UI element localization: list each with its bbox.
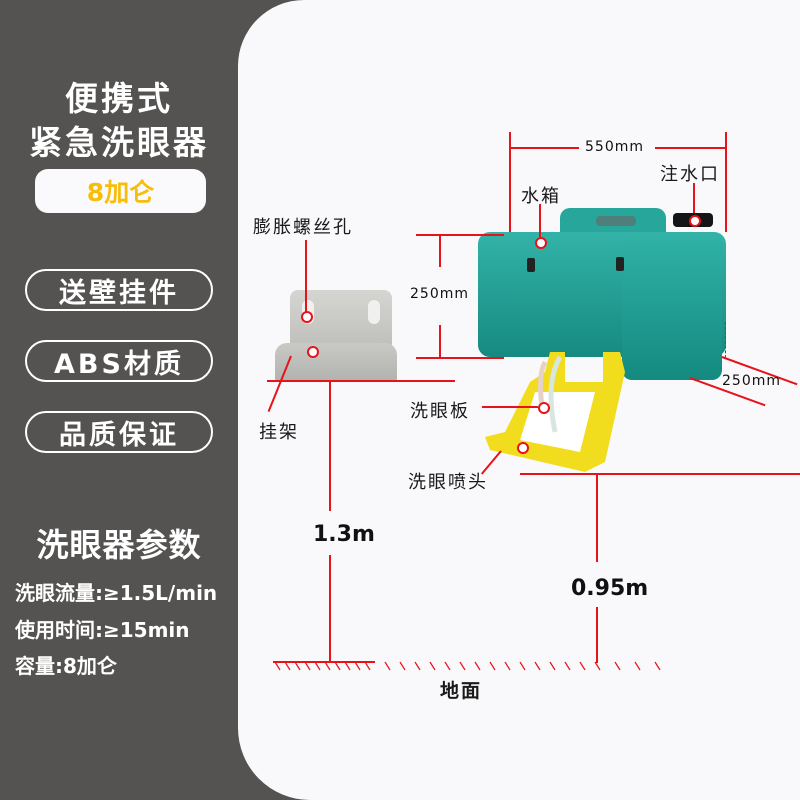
sidebar: 便携式 紧急洗眼器 8加仑 送壁挂件 ABS材质 品质保证 洗眼器参数 洗眼流量…: [0, 0, 238, 800]
latch: [527, 258, 535, 272]
dim-bracket-height: 1.3m: [313, 522, 375, 547]
tank-right-section: [622, 240, 722, 380]
marker-dot: [538, 402, 550, 414]
nozzle-baseline: [520, 473, 800, 475]
label-hanger: 挂架: [259, 422, 299, 443]
dimension-line: [725, 132, 727, 232]
ground-line: [273, 661, 375, 663]
dimension-line: [439, 234, 441, 267]
wall-bracket-hook: [275, 343, 397, 381]
param-capacity: 容量:8加仑: [15, 654, 117, 678]
dimension-line: [329, 381, 331, 511]
dimension-line: [596, 607, 598, 663]
dimension-line: [596, 474, 598, 562]
dimension-line: [655, 147, 727, 149]
feature-badge-wall-mount: 送壁挂件: [25, 269, 213, 311]
eyewash-plate-image: [485, 352, 625, 472]
label-eyewash-nozzle: 洗眼喷头: [408, 472, 488, 493]
label-fill-port: 注水口: [660, 164, 720, 185]
ground-hatch: [274, 661, 661, 671]
leader-line: [693, 183, 695, 213]
param-duration: 使用时间:≥15min: [15, 618, 190, 642]
label-ground: 地面: [440, 680, 483, 702]
feature-badge-abs-material: ABS材质: [25, 340, 213, 382]
dimension-line: [509, 147, 579, 149]
diagram-panel: [238, 0, 800, 800]
param-flow-rate: 洗眼流量:≥1.5L/min: [15, 581, 218, 605]
leader-line: [482, 406, 538, 408]
marker-dot: [517, 442, 529, 454]
label-expansion-screw-hole: 膨胀螺丝孔: [253, 217, 353, 238]
dim-depth: 250mm: [722, 373, 781, 389]
dim-height: 250mm: [410, 286, 469, 302]
dimension-line: [416, 357, 504, 359]
tank-handle: [596, 216, 636, 226]
params-title: 洗眼器参数: [36, 526, 202, 564]
product-title-line1: 便携式: [65, 79, 173, 118]
label-eyewash-plate: 洗眼板: [410, 401, 470, 422]
label-water-tank: 水箱: [521, 186, 561, 207]
dim-width: 550mm: [585, 139, 644, 155]
marker-dot: [535, 237, 547, 249]
latch: [616, 257, 624, 271]
dimension-line: [725, 322, 727, 358]
marker-dot: [307, 346, 319, 358]
feature-badge-quality: 品质保证: [25, 411, 213, 453]
marker-dot: [689, 215, 701, 227]
dimension-line: [329, 555, 331, 661]
marker-dot: [301, 311, 313, 323]
product-title-line2: 紧急洗眼器: [29, 123, 209, 162]
dim-nozzle-height: 0.95m: [571, 576, 649, 601]
leader-line: [539, 204, 541, 238]
dimension-line: [509, 132, 511, 232]
leader-line: [305, 240, 307, 312]
dimension-line: [439, 325, 441, 358]
capacity-badge: 8加仑: [35, 169, 206, 213]
bracket-baseline: [267, 380, 455, 382]
dimension-line: [416, 234, 504, 236]
